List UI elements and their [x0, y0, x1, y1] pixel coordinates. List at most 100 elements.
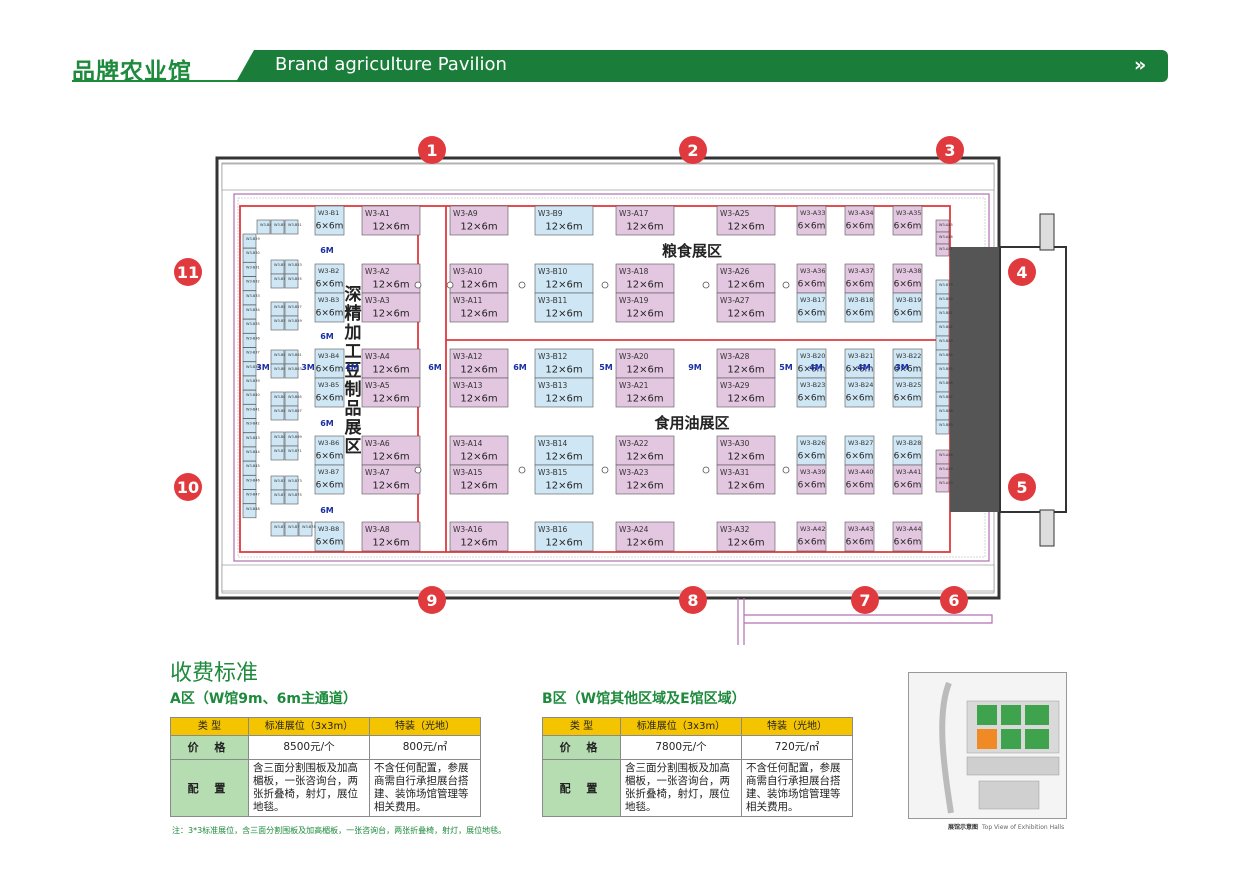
booth[interactable]: W3-B16×6m — [314, 205, 345, 236]
booth[interactable]: W3-B86 — [935, 377, 953, 393]
booth[interactable]: W3-B42 — [242, 418, 260, 433]
entrance-marker[interactable]: 6 — [940, 586, 968, 614]
booth[interactable]: W3-B35 — [242, 318, 260, 334]
entrance-marker[interactable]: 4 — [1008, 258, 1036, 286]
booth[interactable]: W3-B44 — [242, 446, 260, 462]
booth[interactable]: W3-B86×6m — [314, 521, 345, 552]
booth[interactable]: W3-B30 — [242, 247, 260, 263]
booth[interactable]: W3-B66 — [270, 405, 288, 421]
booth[interactable]: W3-B65 — [284, 391, 302, 407]
entrance-marker[interactable]: 3 — [936, 136, 964, 164]
entrance-marker[interactable]: 9 — [418, 586, 446, 614]
booth[interactable]: W3-B39 — [242, 375, 260, 391]
booth[interactable]: W3-B71 — [284, 445, 302, 461]
booth[interactable]: W3-B76×6m — [314, 464, 345, 495]
booth[interactable]: W3-B67 — [284, 405, 302, 421]
booth[interactable]: W3-B29 — [242, 233, 260, 249]
booth[interactable]: W3-A50 — [935, 477, 953, 493]
booth[interactable]: W3-B36×6m — [314, 292, 345, 323]
booth[interactable]: W3-B80 — [935, 293, 953, 309]
booth[interactable]: W3-B57 — [284, 301, 302, 317]
booth[interactable]: W3-A48 — [935, 449, 953, 465]
booth[interactable]: W3-B62 — [270, 363, 288, 379]
booth[interactable]: W3-B40 — [242, 389, 260, 405]
booth[interactable]: W3-B36 — [242, 333, 260, 348]
booth[interactable]: W3-B46 — [242, 475, 260, 490]
booth[interactable]: W3-B58 — [270, 315, 288, 331]
site-overview-thumbnail[interactable] — [908, 672, 1067, 819]
booth[interactable]: W3-B74 — [270, 489, 288, 505]
booth[interactable]: W3-B37 — [242, 347, 260, 362]
booth[interactable]: W3-B69 — [284, 431, 302, 447]
booth[interactable]: W3-B53 — [284, 259, 302, 275]
booth[interactable]: W3-A47 — [935, 243, 953, 257]
booth[interactable]: W3-B75 — [284, 489, 302, 505]
entrance-marker[interactable]: 1 — [418, 136, 446, 164]
booth[interactable]: W3-B48 — [242, 503, 260, 519]
booth[interactable]: W3-B55 — [284, 273, 302, 289]
entrance-marker[interactable]: 2 — [679, 136, 707, 164]
booth[interactable]: W3-B47 — [242, 489, 260, 504]
booth[interactable]: W3-B76 — [270, 521, 288, 537]
booth[interactable]: W3-B45 — [242, 460, 260, 476]
booth[interactable]: W3-A45 — [935, 219, 953, 233]
booth[interactable]: W3-B61 — [284, 349, 302, 365]
entrance-marker[interactable]: 7 — [851, 586, 879, 614]
booth[interactable]: W3-B43 — [242, 432, 260, 448]
booth[interactable]: W3-B51 — [284, 219, 302, 235]
booth[interactable]: W3-B73 — [284, 475, 302, 491]
booth[interactable]: W3-B32 — [242, 276, 260, 291]
booth[interactable]: W3-B63 — [284, 363, 302, 379]
booth[interactable]: W3-B38 — [242, 361, 260, 377]
booth[interactable]: W3-B31 — [242, 262, 260, 277]
booth[interactable]: W3-B34 — [242, 304, 260, 320]
double-chevron-right-icon[interactable]: » — [1134, 54, 1147, 76]
entrance-marker[interactable]: 10 — [174, 473, 202, 501]
booth[interactable]: W3-B66×6m — [314, 435, 345, 466]
